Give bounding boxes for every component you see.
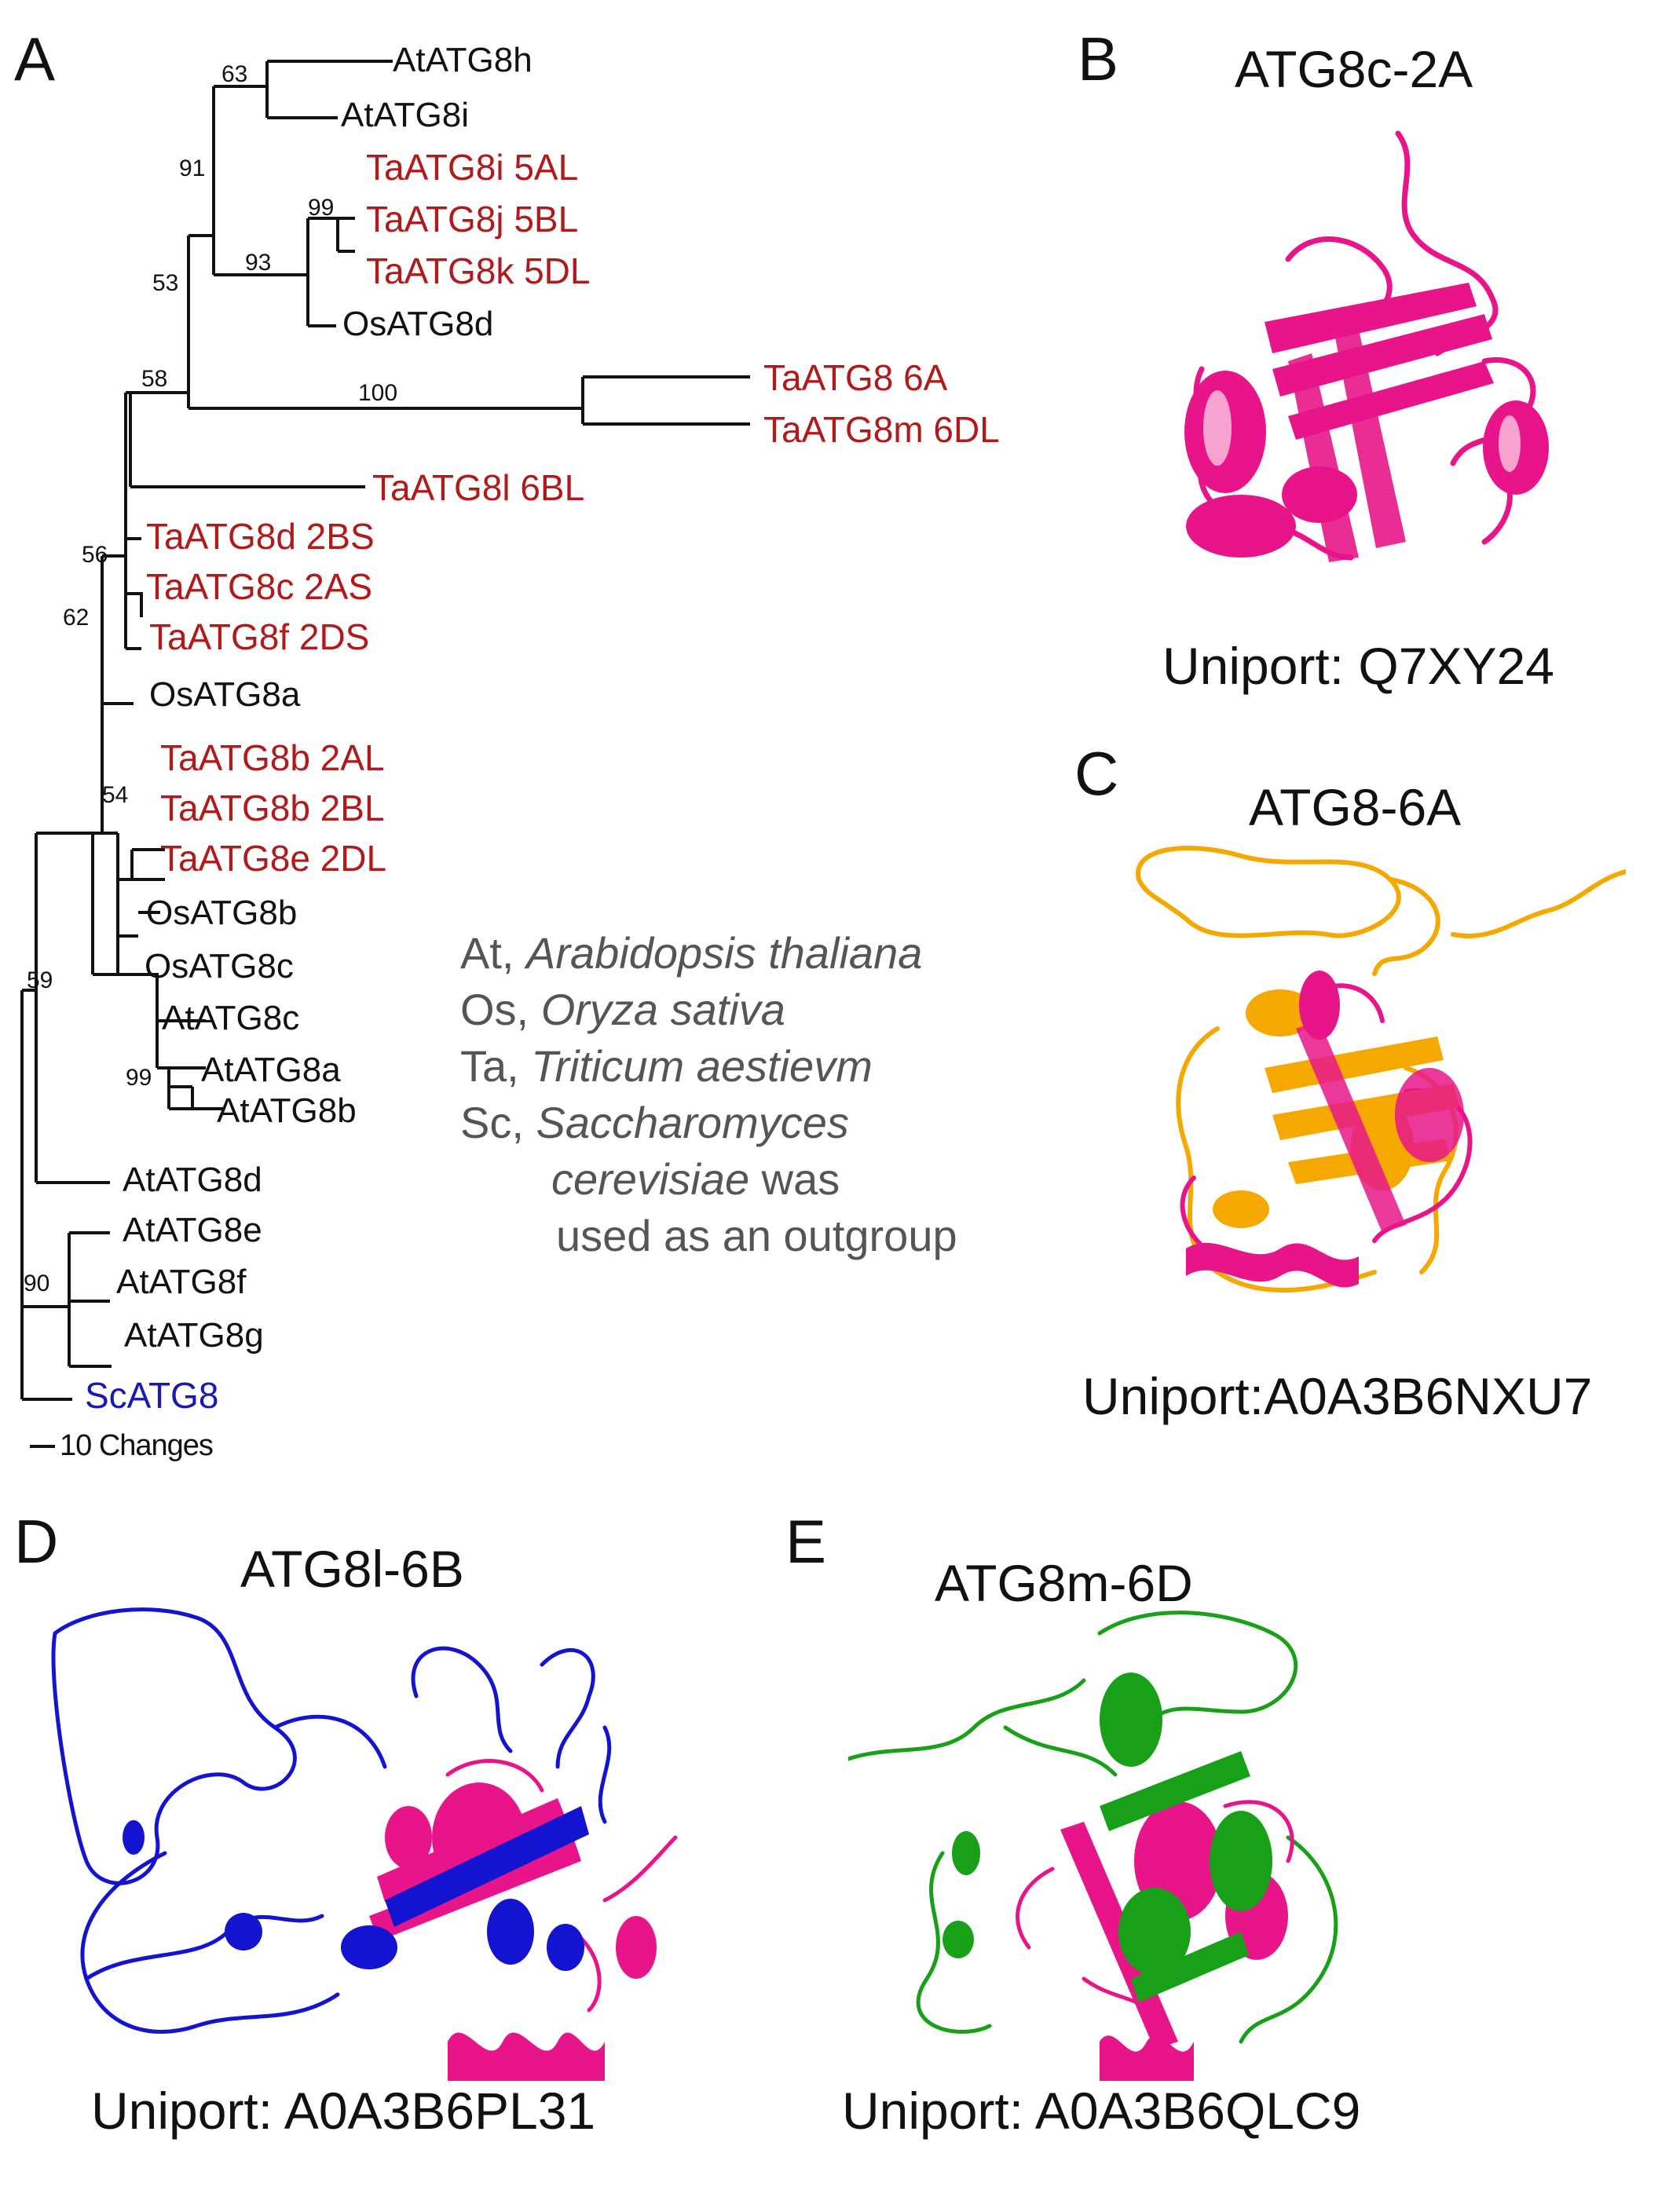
legend-row: used as an outgroup xyxy=(556,1211,957,1260)
taxon-label: OsATG8a xyxy=(149,675,301,714)
taxon-label: TaATG8l 6BL xyxy=(372,467,585,508)
protein-structure-e xyxy=(848,1611,1338,2081)
taxon-label: OsATG8b xyxy=(146,894,298,932)
panel-d-label: D xyxy=(14,1507,59,1576)
taxon-label: AtATG8i xyxy=(341,96,470,134)
taxon-label: AtATG8c xyxy=(162,999,300,1037)
taxon-label: ScATG8 xyxy=(85,1375,219,1416)
legend-row: cerevisiae was xyxy=(551,1154,840,1204)
bootstrap-56: 56 xyxy=(82,542,108,568)
taxon-label: TaATG8b 2AL xyxy=(160,737,385,778)
taxon-label: TaATG8k 5DL xyxy=(366,250,591,291)
protein-structure-c xyxy=(1136,846,1626,1293)
taxon-label: TaATG8d 2BS xyxy=(146,516,375,557)
bootstrap-99: 99 xyxy=(308,195,335,221)
taxon-label: AtATG8e xyxy=(123,1211,262,1249)
taxon-label: OsATG8d xyxy=(342,305,494,343)
taxon-label: TaATG8 6A xyxy=(763,357,948,398)
taxon-label: TaATG8j 5BL xyxy=(366,199,579,239)
taxon-label: TaATG8m 6DL xyxy=(763,409,1000,450)
bootstrap-53: 53 xyxy=(152,270,179,296)
panel-b-title: ATG8c-2A xyxy=(1235,40,1473,98)
bootstrap-90: 90 xyxy=(24,1271,50,1296)
panel-c-label: C xyxy=(1074,739,1119,808)
bootstrap-54: 54 xyxy=(102,782,129,808)
protein-structure-b xyxy=(1184,130,1549,562)
legend-row: Os, Oryza sativa xyxy=(460,985,785,1034)
taxon-label: AtATG8d xyxy=(123,1161,262,1199)
bootstrap-93: 93 xyxy=(245,250,272,276)
panel-e-uniprot: Uniport: A0A3B6QLC9 xyxy=(842,2082,1361,2140)
panel-b-uniprot: Uniport: Q7XY24 xyxy=(1162,637,1554,695)
taxon-label: TaATG8c 2AS xyxy=(146,566,373,607)
bootstrap-58: 58 xyxy=(141,366,168,392)
taxon-label: AtATG8g xyxy=(124,1316,264,1355)
taxon-label: TaATG8e 2DL xyxy=(160,838,387,879)
bootstrap-59: 59 xyxy=(27,967,53,993)
taxon-label: AtATG8h xyxy=(393,41,533,79)
bootstrap-99b: 99 xyxy=(126,1065,152,1091)
taxon-label: TaATG8i 5AL xyxy=(366,147,579,188)
bootstrap-91: 91 xyxy=(179,155,206,181)
bootstrap-63: 63 xyxy=(221,61,248,87)
panel-e-title: ATG8m-6D xyxy=(935,1554,1193,1612)
legend-row: At, Arabidopsis thaliana xyxy=(460,928,923,978)
panel-c-title: ATG8-6A xyxy=(1249,778,1462,836)
taxon-label: AtATG8f xyxy=(116,1263,247,1301)
legend-row: Ta, Triticum aestievm xyxy=(460,1041,873,1091)
panel-d-title: ATG8l-6B xyxy=(240,1540,464,1598)
panel-b-label: B xyxy=(1078,24,1119,93)
bootstrap-62: 62 xyxy=(63,605,90,631)
taxon-label: TaATG8b 2BL xyxy=(160,788,385,828)
panel-d-uniprot: Uniport: A0A3B6PL31 xyxy=(91,2082,596,2140)
species-legend: At, Arabidopsis thaliana Os, Oryza sativ… xyxy=(460,925,957,1264)
bootstrap-100: 100 xyxy=(358,380,398,406)
panel-a-label: A xyxy=(14,24,56,93)
phylogenetic-tree xyxy=(20,60,750,1401)
taxon-label: AtATG8b xyxy=(217,1091,357,1130)
taxon-label: AtATG8a xyxy=(201,1051,341,1089)
taxon-label: TaATG8f 2DS xyxy=(149,616,370,657)
scale-bar-line xyxy=(30,1445,55,1448)
legend-row: Sc, Saccharomyces xyxy=(460,1098,849,1147)
protein-structure-d xyxy=(51,1607,678,2081)
panel-c-uniprot: Uniport:A0A3B6NXU7 xyxy=(1082,1367,1593,1425)
taxon-label: OsATG8c xyxy=(145,947,294,985)
scale-bar-label: 10 Changes xyxy=(60,1429,214,1462)
panel-e-label: E xyxy=(785,1507,827,1576)
